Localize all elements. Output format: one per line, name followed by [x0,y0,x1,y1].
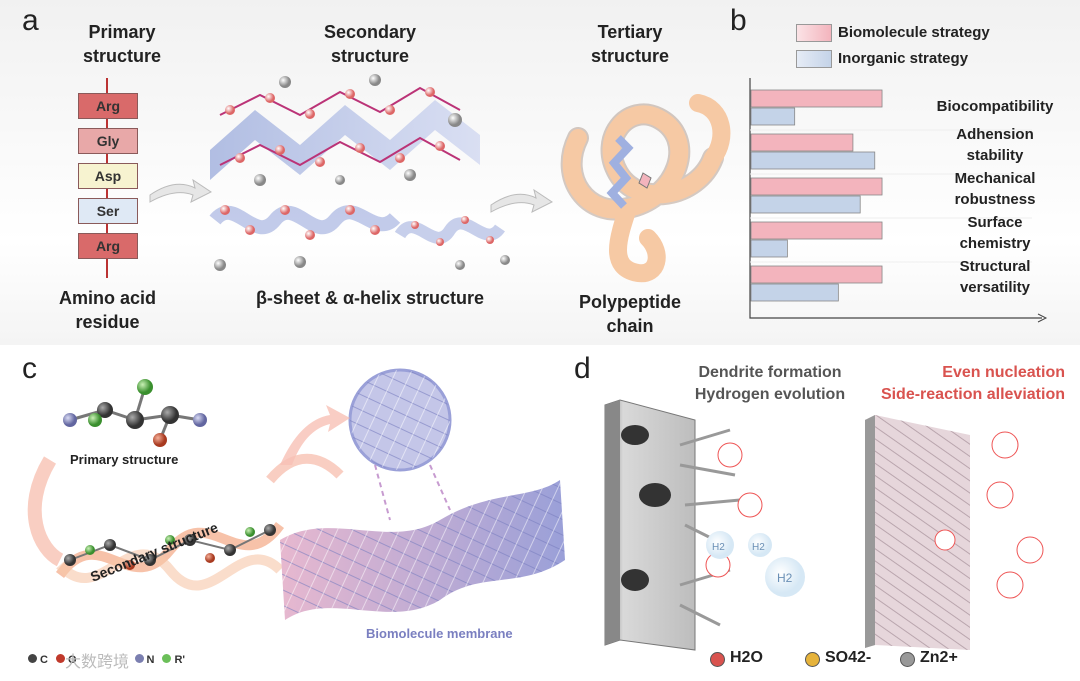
atom-color-dot [134,654,144,664]
category-label: Structural versatility [925,256,1065,298]
membrane-label: Biomolecule membrane [366,626,513,641]
legend-label-inorganic: Inorganic strategy [838,50,969,67]
primary-structure-title: Primary structure [82,22,162,66]
ion-legend-label: Zn2+ [920,649,958,666]
comparison-bar-chart [749,78,1048,323]
svg-text:H2: H2 [752,542,765,553]
primary-structure-label-c: Primary structure [70,452,179,467]
category-label-line: stability [966,147,1024,164]
ion-legend-label: H2O [730,649,763,666]
panel-d-letter: d [574,352,591,385]
hydrogen-evolution-text: Hydrogen evolution [694,386,846,403]
amino-acid-box: Arg [78,93,138,119]
water-molecule-icon [710,652,725,667]
x-axis-arrowhead [1037,313,1048,323]
amino-acid-box: Asp [78,163,138,189]
sulfate-icon [805,652,820,667]
atom-color-dot [55,654,65,664]
category-label: Surface chemistry [925,212,1065,254]
legend-swatch-inorganic [796,50,832,68]
amino-acid-caption: Amino acid residue [58,288,156,332]
atom-label: R' [174,654,186,666]
secondary-caption: β-sheet & α-helix structure [255,288,485,308]
atom-legend-item: O [55,650,77,668]
category-label-line: chemistry [959,235,1031,252]
atom-label: O [67,654,77,666]
watermark: 大数跨境 [65,654,130,671]
bar-inorganic-2 [750,195,861,214]
bar-biomolecule-4 [750,265,883,284]
category-label: Adhension stability [925,124,1065,166]
atom-color-dot [28,654,37,664]
ion-legend-label: SO42- [825,649,872,666]
bar-biomolecule-1 [750,133,854,152]
bar-inorganic-1 [750,151,876,170]
arrow-secondary-to-tertiary [490,188,553,213]
bar-inorganic-0 [750,107,796,126]
category-label: Mechanical robustness [925,168,1065,210]
amino-acid-box: Arg [78,233,138,259]
bar-inorganic-3 [750,239,788,258]
atom-label: N [146,654,155,666]
category-label-line: robustness [954,191,1036,208]
amino-acid-box: Gly [78,128,138,154]
secondary-helix-model [27,453,344,591]
bar-biomolecule-3 [750,221,883,240]
atom-legend-item: R' [162,650,185,668]
category-label-line: Structural [959,258,1031,275]
bar-inorganic-4 [750,283,839,302]
category-label-line: Mechanical [954,170,1036,187]
dendrite-formation-text: Dendrite formation [698,364,842,381]
zinc-ion-icon [900,652,915,667]
category-label: Biocompatibility [936,98,1054,115]
category-label-line: Surface [967,214,1023,231]
panel-c-letter: c [22,352,37,385]
secondary-structure-illustration [209,74,510,271]
even-nucleation-text: Even nucleation [942,364,1065,381]
tertiary-structure-illustration [560,94,731,283]
atom-label: C [40,654,48,666]
side-reaction-text: Side-reaction alleviation [880,386,1065,403]
atom-color-dot [162,654,172,664]
arrow-helix-to-membrane [280,405,350,465]
biomolecule-membrane-illustration [280,368,565,620]
bar-biomolecule-2 [750,177,883,196]
h2-label-1: H2 [712,542,725,553]
category-label-line: Adhension [956,126,1034,143]
panel-a-letter: a [22,4,39,37]
bar-biomolecule-0 [750,89,883,108]
tertiary-structure-title: Tertiary structure [590,22,670,66]
atom-legend: C O N R' [28,650,193,668]
primary-molecule-model [63,379,207,447]
arrow-primary-to-secondary [149,178,212,203]
coated-zinc-anode [865,415,1044,650]
atom-legend-item: C [28,650,48,668]
amino-acid-box: Ser [78,198,138,224]
panel-a-background [0,0,1080,345]
tertiary-caption: Polypeptide chain [578,292,681,336]
panel-b-letter: b [730,4,747,37]
legend-label-biomolecule: Biomolecule strategy [838,24,990,41]
secondary-structure-title: Secondary structure [323,22,417,66]
svg-text:H2: H2 [777,571,793,585]
chart-axis [749,78,1042,319]
bare-zinc-anode: H2 H2 H2 [604,399,805,651]
category-label-line: versatility [959,279,1031,296]
legend-swatch-biomolecule [796,24,832,42]
atom-legend-item: N [134,650,155,668]
